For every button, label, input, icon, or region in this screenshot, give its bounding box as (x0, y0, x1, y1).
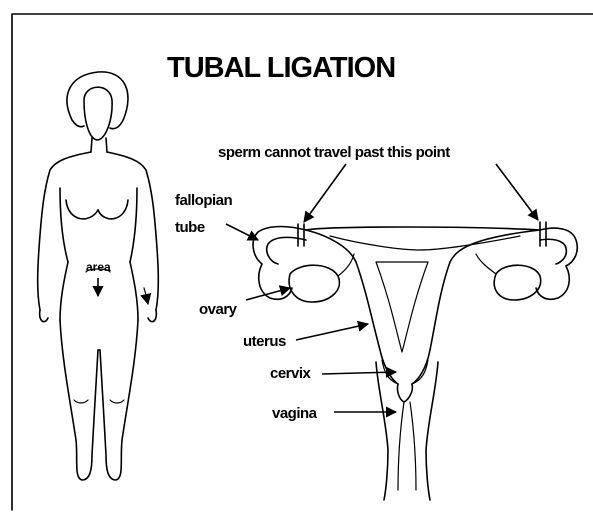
reproductive-organs (253, 222, 577, 500)
uterus-arrow (296, 324, 368, 340)
female-body-outline (38, 72, 159, 480)
fallopian-label-line2: tube (175, 219, 205, 236)
fallopian-arrow (226, 224, 258, 240)
diagram-title: TUBAL LIGATION (167, 52, 395, 84)
sperm-note-label: sperm cannot travel past this point (218, 144, 450, 161)
ovary-label: ovary (199, 301, 238, 318)
cervix-label: cervix (270, 365, 312, 382)
cervix-arrow (322, 372, 396, 374)
sperm-note-arrow-left (304, 164, 346, 222)
sperm-note-arrow-right (496, 164, 538, 220)
uterus-label: uterus (243, 333, 286, 350)
fallopian-label-line1: fallopian (175, 192, 233, 209)
vagina-label: vagina (272, 405, 318, 422)
body-area-label: area (86, 260, 111, 274)
